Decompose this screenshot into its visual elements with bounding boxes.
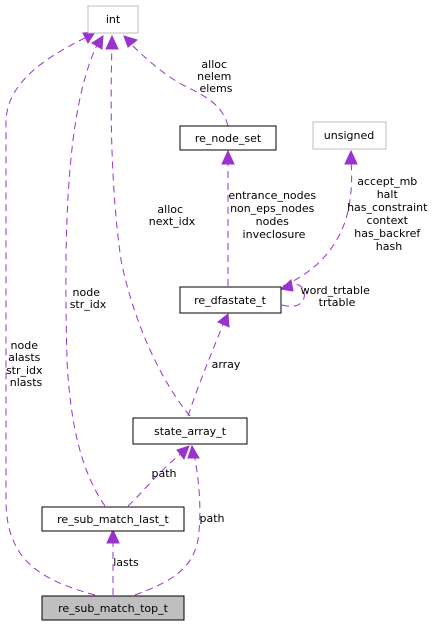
edge-state-array-to-top [134, 452, 201, 596]
node-re-sub-match-top-t[interactable]: re_sub_match_top_t [41, 595, 185, 621]
arrowhead-last-to-int [91, 35, 104, 50]
node-unsigned-label: unsigned [324, 129, 374, 142]
node-re-sub-match-last-t[interactable]: re_sub_match_last_t [41, 506, 185, 532]
edge-label-top-to-int: node alasts str_idx nlasts [6, 339, 46, 389]
arrowhead-dfastate-self [279, 279, 294, 292]
node-int-label: int [106, 13, 121, 26]
edge-label-dfastate-self: word_trtable trtable [301, 284, 374, 309]
arrowhead-top-to-int [82, 31, 96, 45]
node-int[interactable]: int [87, 5, 139, 34]
edge-label-last-to-top: lasts [113, 556, 139, 569]
edge-unsigned-to-dfastate [282, 159, 353, 287]
edge-node-set-to-int [129, 42, 229, 127]
node-re-node-set-label: re_node_set [195, 132, 262, 145]
edge-dfastate-self [281, 283, 305, 307]
node-re-sub-match-top-t-label: re_sub_match_top_t [58, 602, 169, 615]
arrowhead-state-array-to-last [176, 445, 190, 461]
arrowhead-state-array-to-top [187, 444, 200, 459]
node-re-dfastate-t-label: re_dfastate_t [194, 294, 267, 307]
edge-label-state-array-to-last: path [151, 467, 176, 480]
arrowhead-last-to-top [106, 528, 120, 544]
arrowhead-state-array-to-int [105, 34, 119, 50]
edge-label-last-to-int: node str_idx [70, 286, 107, 311]
edge-label-node-set-to-dfastate: entrance_nodes non_eps_nodes nodes invec… [228, 189, 319, 241]
edge-top-to-int [5, 35, 96, 596]
arrowhead-node-set-to-dfastate [221, 149, 235, 165]
arrowhead-dfastate-to-state-array [217, 313, 230, 328]
node-re-node-set[interactable]: re_node_set [179, 125, 277, 151]
edge-label-dfastate-to-state-array: array [212, 358, 241, 371]
edge-state-array-to-last [127, 452, 183, 507]
node-re-dfastate-t[interactable]: re_dfastate_t [179, 286, 282, 314]
edge-label-unsigned-to-dfastate: accept_mb halt has_constraint context ha… [347, 175, 431, 253]
edge-label-state-array-to-int: alloc next_idx [149, 203, 196, 228]
edge-label-state-array-to-top: path [199, 512, 224, 525]
edge-label-node-set-to-int: alloc nelem elems [197, 58, 235, 95]
arrowhead-unsigned-to-dfastate [344, 149, 358, 165]
edge-dfastate-to-state-array [187, 321, 225, 417]
node-state-array-t[interactable]: state_array_t [132, 417, 248, 445]
node-unsigned[interactable]: unsigned [312, 121, 387, 150]
edge-last-to-int [65, 42, 106, 507]
edge-state-array-to-int [110, 44, 191, 417]
arrowhead-node-set-to-int [123, 35, 139, 48]
node-state-array-t-label: state_array_t [154, 425, 227, 438]
node-re-sub-match-last-t-label: re_sub_match_last_t [57, 513, 169, 526]
